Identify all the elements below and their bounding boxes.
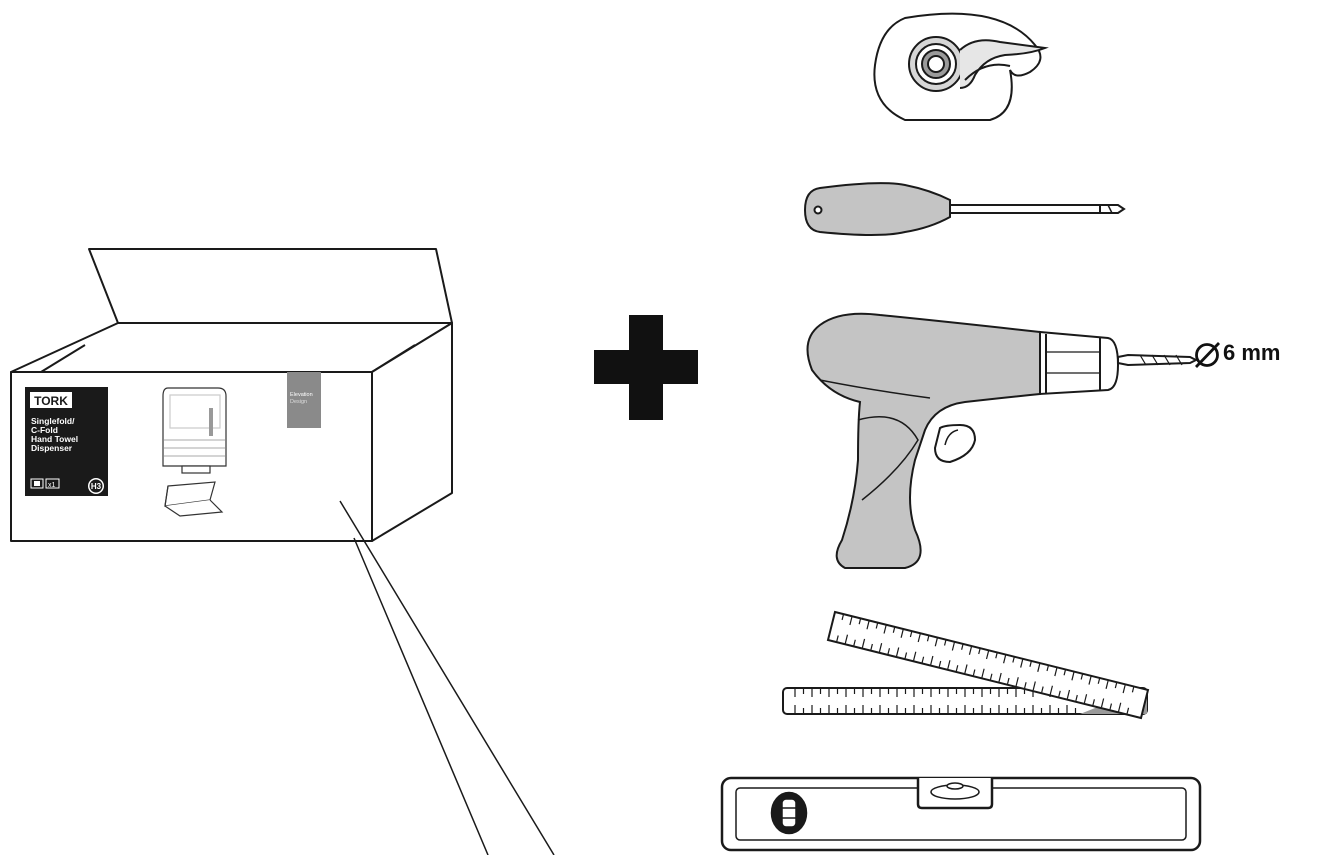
ruler-tick [1109,703,1113,710]
ruler-tick [1100,698,1105,708]
ruler-tick [1020,658,1024,668]
ruler-tick [995,652,998,659]
plus-sign [594,315,698,420]
ruler-tick [875,622,879,629]
ruler-tick [866,620,870,630]
ruler-tick [1117,702,1122,712]
ruler-tick [1114,682,1118,689]
ruler-tick [1126,707,1130,714]
ruler-tick [1049,685,1053,695]
drill-bit-diameter-label: 6 mm [1223,340,1280,366]
ruler-tick [887,648,891,655]
tape-dispenser-icon [873,12,1049,121]
ruler-tick [978,648,981,655]
ruler-tick [1066,689,1071,699]
screwdriver-icon [803,182,1126,236]
product-name-line-3: Hand Towel [31,434,78,444]
ruler-tick [1024,682,1027,689]
ruler-tick [934,637,939,647]
ruler-tick [1131,686,1135,693]
ruler-tick [878,643,883,653]
ruler-tick [968,645,973,655]
ruler-tick [938,660,942,667]
drill-bit-size-text: 6 mm [1223,340,1281,365]
diameter-icon [1194,342,1221,368]
ruler-tick [930,655,934,665]
ruler-tick [921,656,925,663]
ruler-tick [989,673,993,680]
ruler-tick [841,613,845,621]
spirit-level-icon [720,776,1202,852]
ruler-tick [1080,673,1084,680]
ruler-tick [1092,699,1095,706]
ruler-tick [1012,656,1015,663]
product-name-line-2: C-Fold [31,425,58,435]
ruler-tick [972,669,976,676]
ruler-tick [895,647,900,657]
tork-logo-text: TORK [34,394,68,408]
ruler-tick [849,616,853,626]
ruler-tick [1046,665,1050,672]
ruler-tick [917,633,921,643]
ruler-tick [964,664,968,674]
design-line-2: Design [290,399,307,405]
ruler-tick [1041,686,1044,693]
ruler-tick [981,668,985,678]
ruler-tick [943,639,947,646]
ruler-tick [1032,681,1036,691]
ruler-tick [955,665,959,672]
ruler-tick [1063,669,1067,676]
ruler-tick [900,628,904,638]
ruler-tick [1083,694,1088,704]
box-flap [88,248,453,324]
product-name-line-1: Singlefold/ [31,416,75,426]
ruler-tick [853,639,856,646]
ruler-tick [1054,667,1058,677]
ruler-tick [947,660,951,670]
ruler-tick [844,634,849,644]
folding-ruler-icon [782,610,1150,720]
quantity-text: x1 [48,482,56,489]
ruler-tick [1105,679,1109,689]
ruler-tick [1006,677,1010,684]
ruler-tick [1075,694,1078,702]
ruler-tick [1071,671,1075,681]
ruler-tick [1037,662,1041,672]
ruler-tick [998,672,1002,682]
ruler-tick [1029,660,1032,667]
ruler-tick [1003,654,1007,664]
ruler-tick [892,626,896,633]
leader-lines [339,500,555,855]
ruler-tick [1122,684,1126,694]
ruler-tick [1088,675,1092,685]
ruler-tick [913,651,917,661]
elevation-design-tag: Elevation Design [287,372,321,428]
ruler-tick [883,624,887,634]
product-name-line-4: Dispenser [31,443,73,453]
tork-label: TORK Singlefold/ C-Fold Hand Towel Dispe… [25,387,108,496]
pack-icon [30,478,44,489]
h3-badge-text: H3 [91,482,102,491]
ruler-tick [1097,677,1101,684]
ruler-tick [1015,677,1019,687]
ruler-tick [926,635,930,642]
ruler-tick [961,643,964,650]
tork-logo [30,392,72,408]
ruler-tick [985,650,990,660]
ruler-tick [836,635,839,642]
ruler-tick [1058,690,1061,697]
design-line-1: Elevation [290,392,313,398]
drill-icon [806,312,1199,569]
ruler-tick [909,631,913,638]
ruler-tick [858,618,862,625]
ruler-tick [904,652,908,659]
dispenser-icon [162,387,227,517]
ruler-tick [951,641,956,651]
ruler-tick [870,643,873,650]
ruler-tick [861,638,866,648]
